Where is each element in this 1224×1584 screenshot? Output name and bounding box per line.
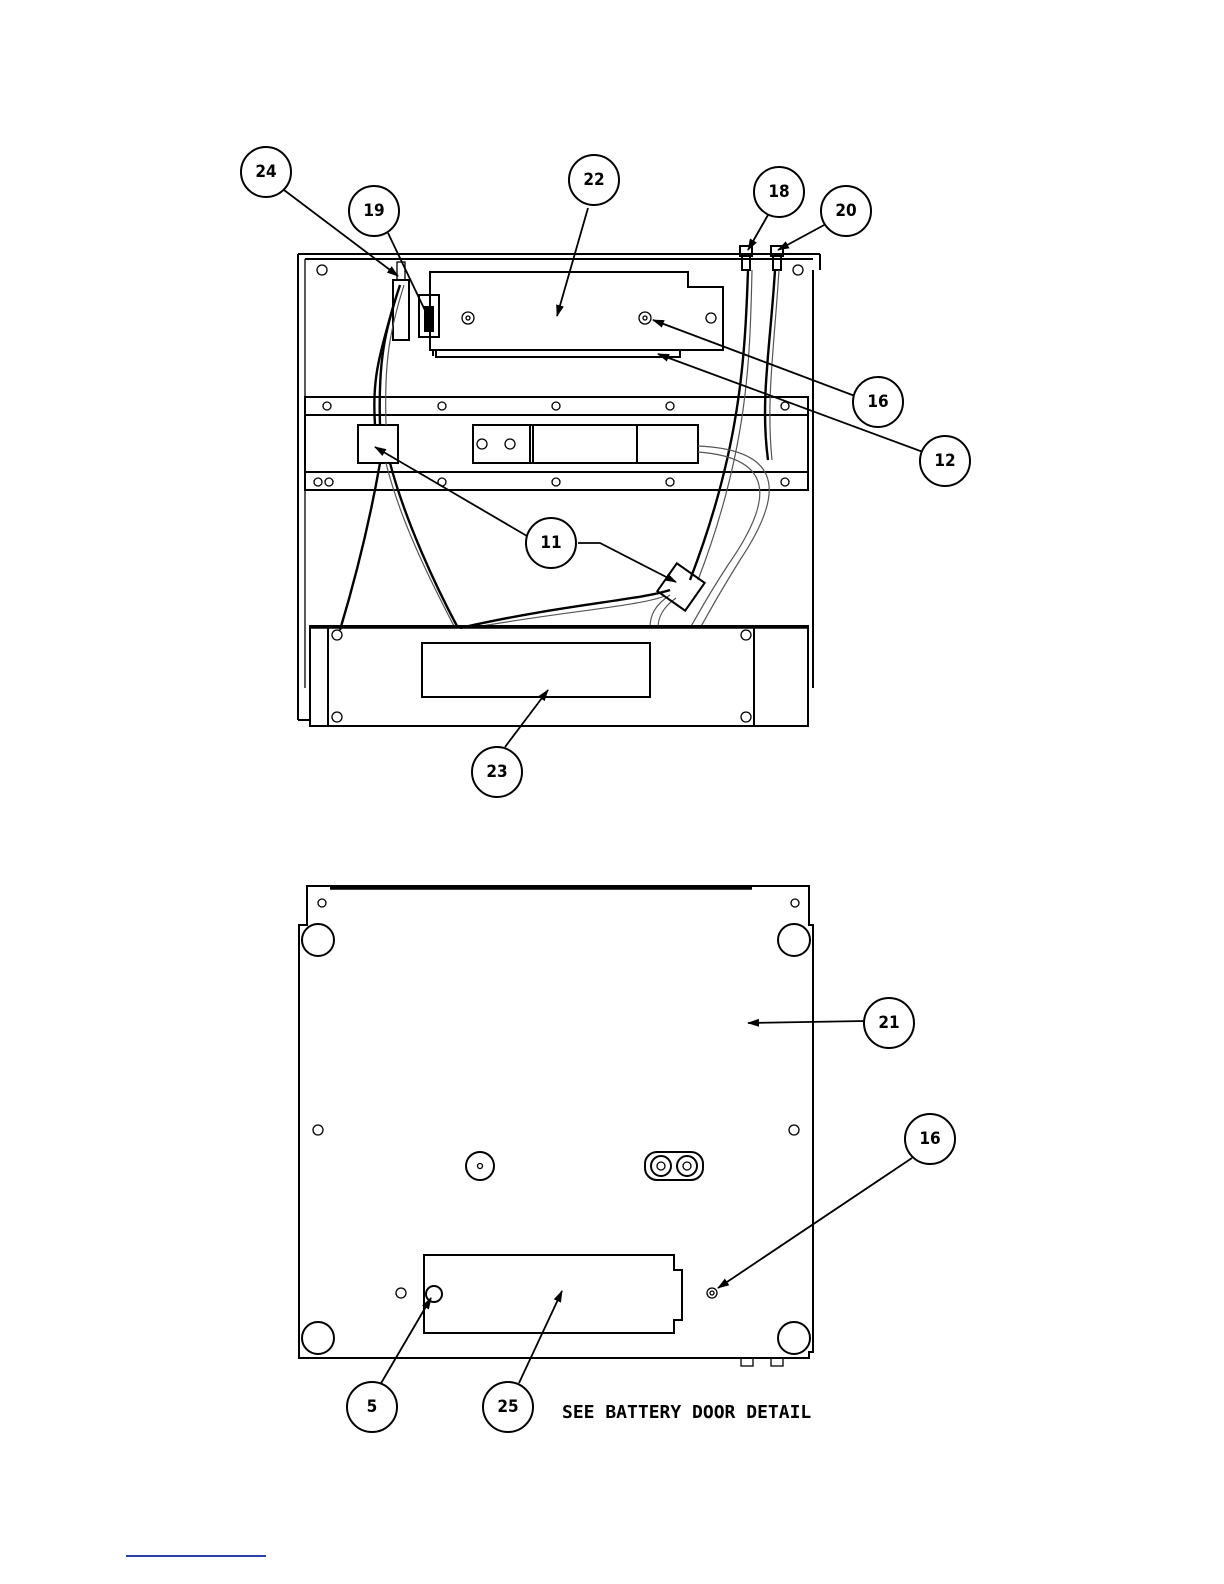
center-fittings: [466, 1152, 703, 1180]
rear-connectors: [741, 1358, 783, 1366]
callout-12: 12: [920, 436, 970, 486]
callout-label: 21: [878, 1013, 899, 1033]
leader-lines: [284, 190, 923, 1385]
bracket-part-22: [430, 272, 723, 357]
callout-label: 20: [835, 201, 856, 221]
bottom-view-exterior: [299, 886, 813, 1366]
top-view-interior: [298, 246, 820, 726]
callout-19: 19: [349, 186, 399, 236]
callout-label: 22: [583, 170, 604, 190]
battery-door-part-25: [396, 1255, 717, 1333]
battery-box-part-23: [310, 626, 808, 726]
callout-label: 18: [768, 182, 789, 202]
callout-label: 12: [934, 451, 955, 471]
callout-11: 11: [526, 518, 576, 568]
callout-18: 18: [754, 167, 804, 217]
callout-label: 5: [367, 1397, 378, 1417]
callout-label: 16: [867, 392, 888, 412]
callout-label: 19: [363, 201, 384, 221]
enclosure-outline-bottom: [299, 886, 813, 1358]
callout-22: 22: [569, 155, 619, 205]
rubber-feet: [302, 924, 810, 1354]
wire-harness: [340, 270, 779, 630]
callout-20: 20: [821, 186, 871, 236]
switch-part-19: [393, 262, 439, 340]
callout-24: 24: [241, 147, 291, 197]
footer-rule: [126, 1555, 266, 1557]
callout-label: 25: [497, 1397, 518, 1417]
terminal-block: [473, 425, 698, 463]
callout-label: 24: [255, 162, 276, 182]
callout-16-top: 16: [853, 377, 903, 427]
callout-label: 16: [919, 1129, 940, 1149]
battery-door-note: SEE BATTERY DOOR DETAIL: [562, 1402, 811, 1423]
callout-25: 25: [483, 1382, 533, 1432]
callout-23: 23: [472, 747, 522, 797]
callout-5: 5: [347, 1382, 397, 1432]
callout-16-bottom: 16: [905, 1114, 955, 1164]
callout-label: 23: [486, 762, 507, 782]
callout-21: 21: [864, 998, 914, 1048]
callout-label: 11: [540, 533, 561, 553]
